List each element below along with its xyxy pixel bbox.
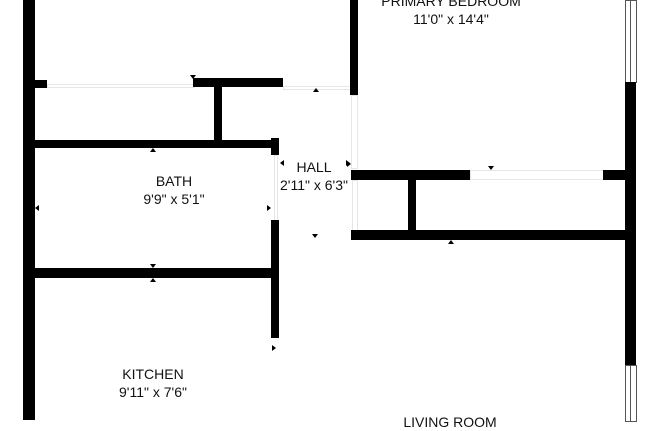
room-name: BATH	[155, 173, 193, 189]
window-bedroom	[625, 0, 637, 83]
room-label-bath: BATH 9'9" x 5'1"	[143, 172, 204, 208]
window-living	[625, 365, 637, 422]
room-name: HALL	[296, 159, 332, 175]
dimension-marker	[150, 264, 156, 268]
room-size: 9'9" x 5'1"	[143, 191, 205, 207]
closet-divider-right	[408, 180, 416, 232]
room-size: 11'0" x 14'4"	[413, 11, 489, 27]
living-top-wall	[351, 230, 625, 240]
dimension-marker	[150, 148, 156, 152]
room-name: PRIMARY BEDROOM	[381, 0, 521, 9]
bedroom-left-wall	[350, 0, 358, 95]
room-label-living-room: LIVING ROOM	[403, 413, 496, 431]
hall-block	[271, 138, 279, 155]
bedroom-bottom-wall-right	[603, 170, 625, 180]
wall-stub	[35, 80, 47, 88]
dimension-marker	[267, 205, 271, 211]
hall-opening-right	[352, 180, 358, 232]
dimension-marker	[35, 205, 39, 211]
dimension-marker	[448, 240, 454, 244]
closet-opening	[470, 170, 605, 180]
dimension-marker	[347, 161, 351, 167]
room-name: LIVING ROOM	[403, 414, 497, 430]
outer-wall-right	[625, 82, 636, 365]
bath-bottom-wall	[35, 268, 275, 278]
bath-right-wall	[271, 220, 279, 338]
closet-divider	[214, 87, 222, 143]
dimension-marker	[313, 88, 319, 92]
closet-wall	[193, 78, 283, 87]
room-size: 2'11" x 6'3"	[280, 177, 348, 193]
bath-door-opening	[274, 155, 278, 222]
room-label-kitchen: KITCHEN 9'11" x 7'6"	[119, 365, 187, 401]
dimension-marker	[272, 345, 276, 351]
room-size: 9'11" x 7'6"	[119, 384, 187, 400]
room-label-hall: HALL 2'11" x 6'3"	[280, 158, 348, 194]
room-label-primary-bedroom: PRIMARY BEDROOM 11'0" x 14'4"	[381, 0, 521, 28]
dimension-marker	[312, 234, 318, 238]
dimension-marker	[488, 166, 494, 170]
dimension-marker	[190, 75, 196, 79]
bedroom-door-opening	[351, 95, 358, 169]
bath-top-wall	[35, 140, 279, 148]
bedroom-bottom-wall	[351, 170, 470, 180]
dimension-marker	[150, 278, 156, 282]
room-name: KITCHEN	[122, 366, 184, 382]
doorway-opening	[47, 84, 195, 88]
dimension-marker	[280, 160, 284, 166]
outer-wall-left	[23, 0, 35, 420]
